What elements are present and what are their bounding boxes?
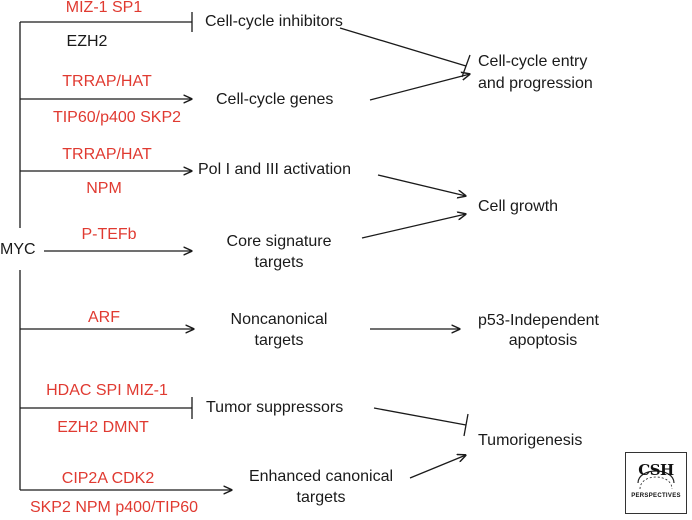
factors-core-top: P-TEFb xyxy=(81,226,137,243)
factors-pol-top: TRRAP/HAT xyxy=(62,146,152,163)
outcome-cell-cycle-line2: and progression xyxy=(478,75,593,92)
dna-helix-icon xyxy=(637,470,675,490)
outcome-tumorigenesis: Tumorigenesis xyxy=(478,432,583,449)
target-enhanced-line2: targets xyxy=(296,489,346,506)
target-core-line2: targets xyxy=(254,254,304,271)
logo-main-text: CSH xyxy=(638,461,674,479)
logo-sub-text: PERSPECTIVES xyxy=(631,493,681,499)
factors-pol-bottom: NPM xyxy=(86,180,122,197)
factors-enhanced-top: CIP2A CDK2 xyxy=(61,470,155,487)
factors-noncanonical-top: ARF xyxy=(88,309,120,326)
edge-suppressors-to-tumorigenesis xyxy=(373,407,467,426)
edge-suppressors-to-tumorigenesis-bar xyxy=(463,413,469,437)
edge-pol-to-cell-growth xyxy=(377,174,466,196)
factors-suppressors-bottom: EZH2 DMNT xyxy=(57,419,149,436)
csh-perspectives-logo: CSH PERSPECTIVES xyxy=(625,452,687,514)
outcome-apoptosis-line2: apoptosis xyxy=(508,332,578,349)
target-enhanced-line1: Enhanced canonical xyxy=(248,468,394,485)
factors-cell-cycle-genes-top: TRRAP/HAT xyxy=(62,73,152,90)
factors-inhibitors-top: MIZ-1 SP1 xyxy=(65,0,143,16)
factors-inhibitors-bottom: EZH2 xyxy=(66,33,108,50)
edge-inhibitors-to-cell-cycle xyxy=(339,27,467,67)
edge-enhanced-to-tumorigenesis xyxy=(409,455,466,479)
outcome-apoptosis-line1: p53-Independent xyxy=(478,312,599,329)
edge-core-to-cell-growth xyxy=(361,214,466,239)
target-noncanonical-line2: targets xyxy=(254,332,304,349)
target-cell-cycle-genes: Cell-cycle genes xyxy=(216,91,334,108)
edge-genes-to-cell-cycle xyxy=(369,74,470,101)
outcome-cell-growth: Cell growth xyxy=(478,198,559,215)
target-pol: Pol I and III activation xyxy=(198,161,351,178)
target-cell-cycle-inhibitors: Cell-cycle inhibitors xyxy=(205,13,343,30)
outcome-cell-cycle-line1: Cell-cycle entry xyxy=(478,53,588,70)
myc-label: MYC xyxy=(0,241,36,258)
factors-enhanced-bottom: SKP2 NPM p400/TIP60 xyxy=(29,499,199,516)
target-noncanonical-line1: Noncanonical xyxy=(230,311,328,328)
target-core-line1: Core signature xyxy=(226,233,332,250)
factors-suppressors-top: HDAC SPI MIZ-1 xyxy=(46,382,168,399)
target-tumor-suppressors: Tumor suppressors xyxy=(206,399,344,416)
factors-cell-cycle-genes-bottom: TIP60/p400 SKP2 xyxy=(52,109,182,126)
